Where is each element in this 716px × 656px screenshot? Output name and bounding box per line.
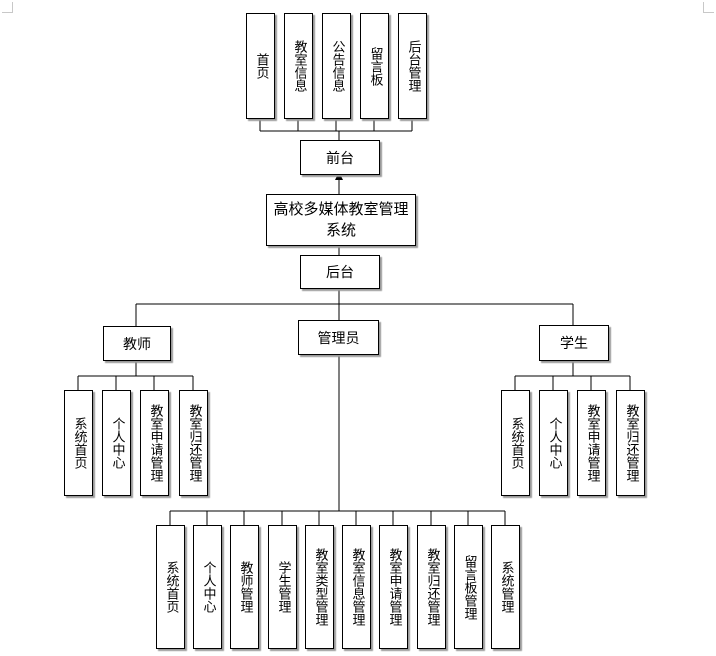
admin-connectors [169, 355, 506, 525]
teacher-item-personal-center: 个人中心 [102, 390, 131, 496]
frontend-node: 前台 [300, 140, 380, 175]
student-connectors [514, 361, 631, 390]
admin-item-classroom-info-management: 教室信息管理 [342, 525, 371, 649]
role-teacher-node: 教师 [103, 326, 171, 361]
frontend-item-home: 首页 [246, 13, 275, 119]
student-item-classroom-application: 教室申请管理 [577, 390, 606, 496]
admin-item-teacher-management: 教师管理 [230, 525, 259, 649]
backend-connectors [135, 289, 574, 326]
admin-item-classroom-application: 教室申请管理 [379, 525, 408, 649]
teacher-item-system-home: 系统首页 [64, 390, 93, 496]
backend-node: 后台 [300, 255, 380, 289]
admin-item-classroom-return: 教室归还管理 [417, 525, 446, 649]
admin-item-system-management: 系统管理 [491, 525, 520, 649]
teacher-item-classroom-return: 教室归还管理 [179, 390, 208, 496]
frontend-item-admin-backend: 后台管理 [398, 13, 427, 119]
admin-item-system-home: 系统首页 [156, 525, 185, 649]
system-root-node: 高校多媒体教室管理系统 [266, 194, 416, 246]
student-item-system-home: 系统首页 [501, 390, 530, 496]
frontend-item-message-board: 留言板 [360, 13, 389, 119]
teacher-connectors [77, 361, 194, 390]
corner-mark-top-left [2, 2, 13, 13]
student-item-personal-center: 个人中心 [539, 390, 568, 496]
teacher-item-classroom-application: 教室申请管理 [140, 390, 169, 496]
role-student-node: 学生 [539, 325, 609, 361]
frontend-item-announcements: 公告信息 [322, 13, 351, 119]
student-item-classroom-return: 教室归还管理 [616, 390, 645, 496]
frontend-connectors [259, 119, 413, 140]
admin-item-message-board-management: 留言板管理 [454, 525, 483, 649]
admin-item-classroom-type-management: 教室类型管理 [305, 525, 334, 649]
admin-item-personal-center: 个人中心 [193, 525, 222, 649]
frontend-item-classroom-info: 教室信息 [284, 13, 313, 119]
role-admin-node: 管理员 [298, 320, 379, 355]
admin-item-student-management: 学生管理 [268, 525, 297, 649]
corner-mark-top-right [703, 2, 714, 13]
